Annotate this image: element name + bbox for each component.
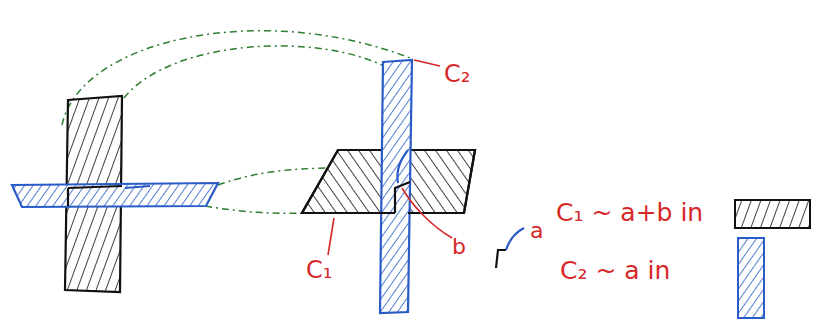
curve-label: a [530, 220, 543, 242]
surface-label: C₁ [306, 258, 332, 282]
left-surfaces [12, 96, 218, 292]
homology-note: C₂ ~ a in [560, 258, 670, 283]
leader-line [328, 60, 452, 255]
curve-label: b [452, 236, 466, 258]
legend-symbol [735, 200, 810, 318]
homology-note: C₁ ~ a+b in [556, 200, 703, 225]
right-surfaces [302, 60, 475, 313]
surface-label: C₂ [444, 62, 470, 86]
a-b-sketch [496, 228, 524, 268]
